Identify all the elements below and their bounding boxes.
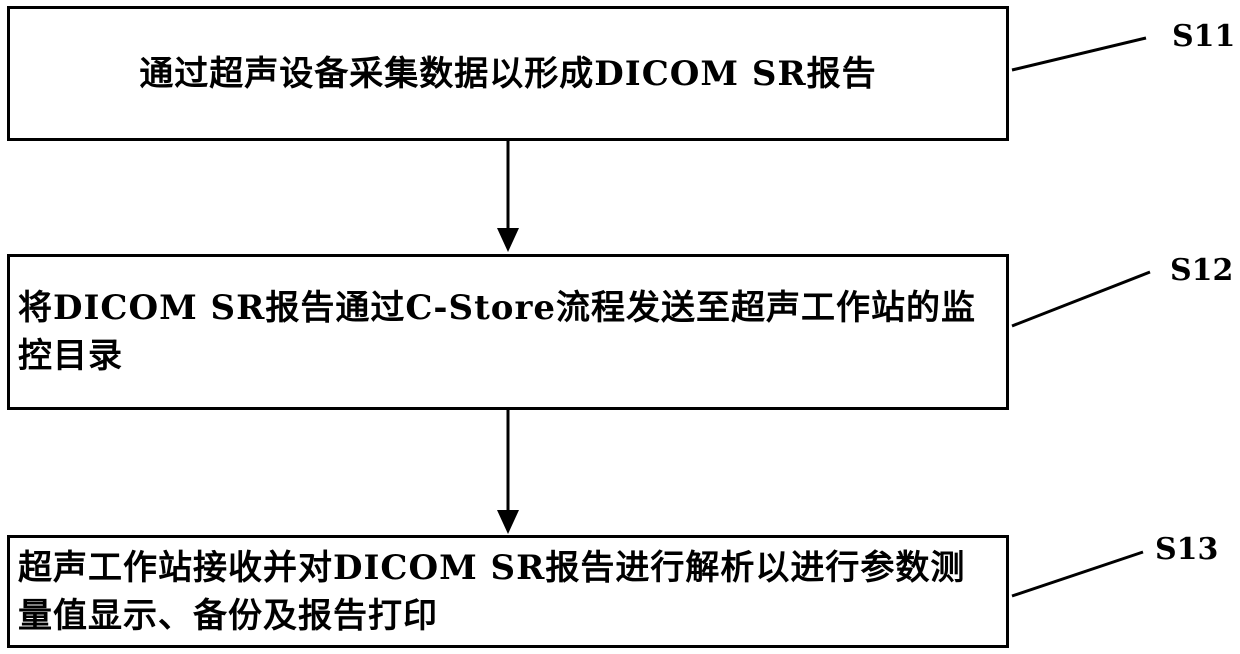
leader-line-s13 bbox=[1012, 552, 1143, 596]
arrowhead-s11-to-s12 bbox=[497, 228, 519, 252]
leader-line-s12 bbox=[1012, 272, 1150, 326]
step-box-s13: 超声工作站接收并对DICOM SR报告进行解析以进行参数测量值显示、备份及报告打… bbox=[7, 535, 1009, 648]
step-text-s13: 超声工作站接收并对DICOM SR报告进行解析以进行参数测量值显示、备份及报告打… bbox=[18, 544, 998, 640]
arrowhead-s12-to-s13 bbox=[497, 510, 519, 534]
step-text-s12: 将DICOM SR报告通过C-Store流程发送至超声工作站的监控目录 bbox=[18, 284, 998, 380]
step-box-s11: 通过超声设备采集数据以形成DICOM SR报告 bbox=[7, 6, 1009, 141]
step-box-s12: 将DICOM SR报告通过C-Store流程发送至超声工作站的监控目录 bbox=[7, 254, 1009, 410]
step-label-s11: S11 bbox=[1172, 22, 1235, 52]
leader-line-s11 bbox=[1012, 38, 1146, 70]
step-label-s13: S13 bbox=[1155, 535, 1218, 565]
step-text-s11: 通过超声设备采集数据以形成DICOM SR报告 bbox=[139, 50, 876, 98]
step-label-s12: S12 bbox=[1170, 256, 1233, 286]
